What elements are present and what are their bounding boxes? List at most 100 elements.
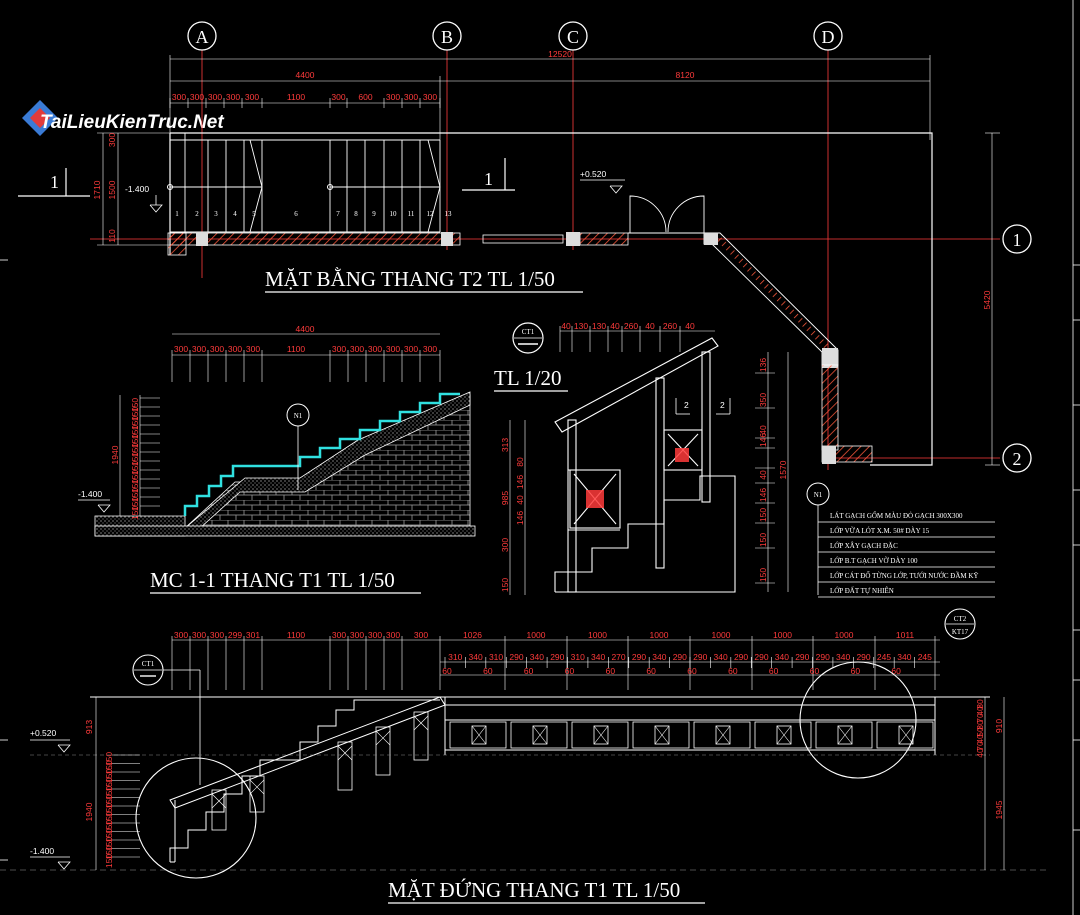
elevation-title: MẶT ĐỨNG THANG T1 TL 1/50 [388,878,680,902]
elev-dim-row1: 1000 [527,630,546,640]
section-dim-label: 300 [404,344,418,354]
section-step-dim: 150 [130,416,140,430]
step-number: 8 [354,210,358,218]
elev-dim-row1: 1100 [287,630,306,640]
detail-right-dim: 146 [758,433,768,447]
elev-right-small-dim: 80 [975,720,985,730]
elev-step-dim: 150 [104,760,114,774]
detail-right-dim: 40 [758,425,768,435]
detail-top-dim: 40 [685,321,695,331]
detail-left-dim: 985 [500,491,510,505]
plan-view: A B C D 1 2 12520 [18,21,1032,473]
section-step-dim: 150 [130,398,140,412]
section-title: MC 1-1 THANG T1 TL 1/50 [150,568,395,592]
elev-dim-row1: 301 [246,630,260,640]
detail-right-dim: 136 [758,358,768,372]
step-number: 13 [445,210,453,218]
elev-right-small-dim: 40 [975,706,985,716]
elev-dim-row3: 60 [565,666,575,676]
section-dim-label: 300 [386,344,400,354]
section-step-dim: 150 [130,452,140,466]
section-step-dim: 150 [130,497,140,511]
detail-right-dim: 1570 [778,460,788,479]
elev-dim-row2: 290 [693,652,707,662]
elev-dim-row3: 60 [728,666,738,676]
step-number: 1 [175,210,179,218]
elev-step-dim: 150 [104,752,114,766]
level-marker-plan-left: -1.400 [125,184,163,213]
detail-right-dim: 150 [758,508,768,522]
plan-dim-label: 300 [423,92,437,102]
elev-step-dim: 150 [104,777,114,791]
svg-text:4400: 4400 [296,70,315,80]
elev-dim-row2: 310 [571,652,585,662]
elev-dim-row3: 60 [646,666,656,676]
detail-left-small-dim: 40 [515,495,525,505]
section-dim-label: 300 [423,344,437,354]
detail-top-dim: 260 [624,321,638,331]
elev-dim-row1: 1000 [588,630,607,640]
elev-dim-row2: 290 [816,652,830,662]
elev-dim-row2: 310 [448,652,462,662]
elev-right-small-dim: 40 [975,748,985,758]
step-number: 9 [372,210,376,218]
elev-dim-row1: 300 [174,630,188,640]
elev-dim-row2: 290 [754,652,768,662]
detail-left-dim: 313 [500,438,510,452]
legend-item: LỚP B.T GẠCH VỠ DÀY 100 [830,557,918,565]
plan-dim-label: 300 [404,92,418,102]
plan-title: MẶT BẰNG THANG T2 TL 1/50 [265,267,555,291]
svg-text:B: B [441,27,453,47]
svg-text:D: D [822,27,835,47]
tag-n1-section: N1 [286,403,310,490]
elev-dim-row2: 340 [836,652,850,662]
svg-text:1945: 1945 [994,800,1004,819]
elev-dim-row3: 60 [769,666,779,676]
elev-step-dim: 150 [104,811,114,825]
elev-dim-row1: 1000 [773,630,792,640]
grid-bubble-d: D [813,21,843,51]
elev-dim-row1: 300 [386,630,400,640]
legend-item: LÁT GẠCH GỐM MÀU ĐỎ GẠCH 300X300 [830,512,963,520]
section-step-dim: 150 [130,470,140,484]
elev-dim-row3: 60 [442,666,452,676]
svg-text:+0.520: +0.520 [580,169,607,179]
elev-step-dim: 150 [104,854,114,868]
section-dim-label: 300 [228,344,242,354]
tag-ct1-elevation: CT1 [132,654,201,785]
legend-item: LỚP CÁT ĐỔ TỪNG LỚP, TƯỚI NƯỚC ĐẦM KỸ [830,572,978,580]
detail-left-small-dim: 146 [515,511,525,525]
svg-text:110: 110 [107,229,117,243]
elev-dim-row3: 60 [483,666,493,676]
elev-dim-row2: 290 [509,652,523,662]
svg-text:1: 1 [50,172,59,192]
section-step-dim: 150 [130,425,140,439]
svg-text:-1.400: -1.400 [30,846,54,856]
elev-step-dim: 150 [104,828,114,842]
elev-step-dim: 150 [104,803,114,817]
elev-dim-row2: 340 [469,652,483,662]
elev-dim-row1: 300 [350,630,364,640]
svg-text:2: 2 [684,400,689,410]
step-number: 6 [294,210,298,218]
plan-dim-label: 300 [386,92,400,102]
svg-text:2: 2 [1013,449,1022,469]
svg-text:CT2: CT2 [954,615,967,623]
plan-dim-label: 300 [245,92,259,102]
section-dim-label: 300 [174,344,188,354]
tag-n1-legend: N1 [806,482,830,595]
elev-dim-row2: 340 [714,652,728,662]
detail-top-dim: 130 [592,321,606,331]
svg-text:1: 1 [1013,230,1022,250]
detail-top-dim: 130 [574,321,588,331]
elev-dim-row3: 60 [606,666,616,676]
elev-dim-row1: 1026 [463,630,482,640]
elev-dim-row1: 300 [332,630,346,640]
section-dim-label: 300 [368,344,382,354]
elev-right-small-dim: 70 [975,713,985,723]
section-step-dim: 150 [130,488,140,502]
elev-dim-row2: 290 [550,652,564,662]
detail-right-dim: 150 [758,568,768,582]
level-marker-elev-bottom: -1.400 [30,846,71,870]
